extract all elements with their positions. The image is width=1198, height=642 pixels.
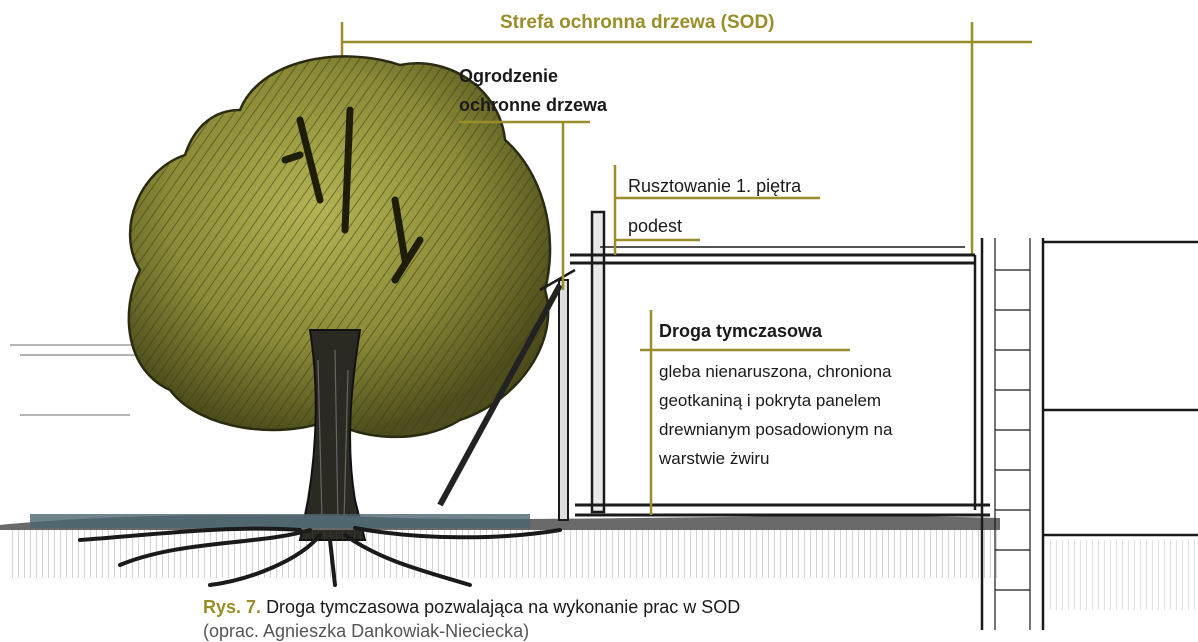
- temp-road-desc-line: geotkaniną i pokryta panelem: [659, 391, 882, 410]
- fence-label-line2: ochronne drzewa: [459, 95, 608, 115]
- tree-crown: [127, 55, 552, 439]
- sod-zone-label: Strefa ochronna drzewa (SOD): [500, 12, 775, 33]
- temp-road-title: Droga tymczasowa: [659, 321, 823, 341]
- scaffold-frame: [570, 210, 990, 517]
- temp-road-desc-line: gleba nienaruszona, chroniona: [659, 362, 892, 381]
- figure-caption-text: Droga tymczasowa pozwalająca na wykonani…: [266, 597, 741, 617]
- fence-label-line1: Ogrodzenie: [459, 66, 559, 86]
- protective-fence: [437, 268, 576, 521]
- temp-road-desc-line: drewnianym posadowionym na: [659, 420, 893, 439]
- temp-road-description: gleba nienaruszona, chroniona geotkaniną…: [659, 357, 892, 473]
- fence-label: Ogrodzenie ochronne drzewa: [459, 62, 607, 120]
- figure-caption: Rys. 7. Droga tymczasowa pozwalająca na …: [203, 597, 740, 618]
- building-wall: [980, 238, 1198, 630]
- tree-roots: [78, 526, 562, 587]
- horizon-lines: [10, 344, 150, 416]
- figure-caption-credit: (oprac. Agnieszka Dankowiak-Nieciecka): [203, 621, 530, 641]
- figure-number: Rys. 7.: [203, 597, 262, 617]
- ground: [0, 514, 1195, 610]
- tree-trunk: [298, 329, 367, 541]
- scaffold-label: Rusztowanie 1. piętra: [628, 176, 802, 196]
- temp-road-desc-line: warstwie żwiru: [659, 449, 770, 468]
- leader-lines: [459, 120, 850, 515]
- platform-label: podest: [628, 216, 683, 236]
